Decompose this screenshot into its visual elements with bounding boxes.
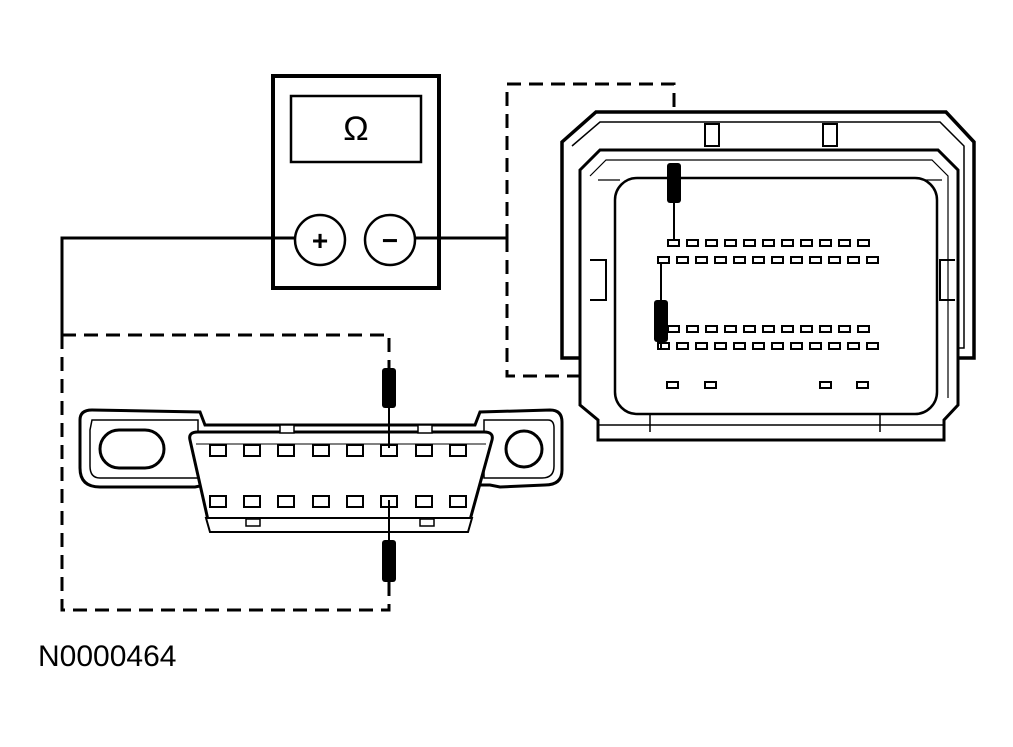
test-probe-icon <box>382 368 396 582</box>
meter-plus-symbol: + <box>312 225 328 256</box>
figure-reference-code: N0000464 <box>38 640 177 673</box>
meter-display <box>289 94 423 164</box>
module-pins-row-5 <box>666 381 869 389</box>
module-connector-icon <box>560 110 976 442</box>
module-jumper-return <box>505 238 663 378</box>
test-leads <box>60 236 507 335</box>
test-probe-icon <box>654 163 681 350</box>
module-pins-row-3 <box>667 325 870 333</box>
module-pins-row-1 <box>667 239 870 247</box>
meter-minus-symbol: − <box>382 225 398 256</box>
dlc-pins-bottom <box>209 495 467 508</box>
dlc-jumper-return <box>60 335 391 612</box>
dlc-jumper <box>62 333 391 375</box>
dlc-mount-slot <box>98 428 166 470</box>
ohmmeter-icon: Ω + − <box>271 74 441 290</box>
module-pins-row-4 <box>657 342 879 350</box>
positive-lead <box>60 236 295 335</box>
meter-plus-terminal <box>293 213 347 267</box>
dlc-pins-top <box>209 444 467 457</box>
dlc-mount-hole <box>504 429 544 469</box>
meter-minus-terminal <box>363 213 417 267</box>
module-pins-row-2 <box>657 256 879 264</box>
meter-display-symbol: Ω <box>343 110 368 148</box>
dlc-connector-icon <box>78 408 564 533</box>
